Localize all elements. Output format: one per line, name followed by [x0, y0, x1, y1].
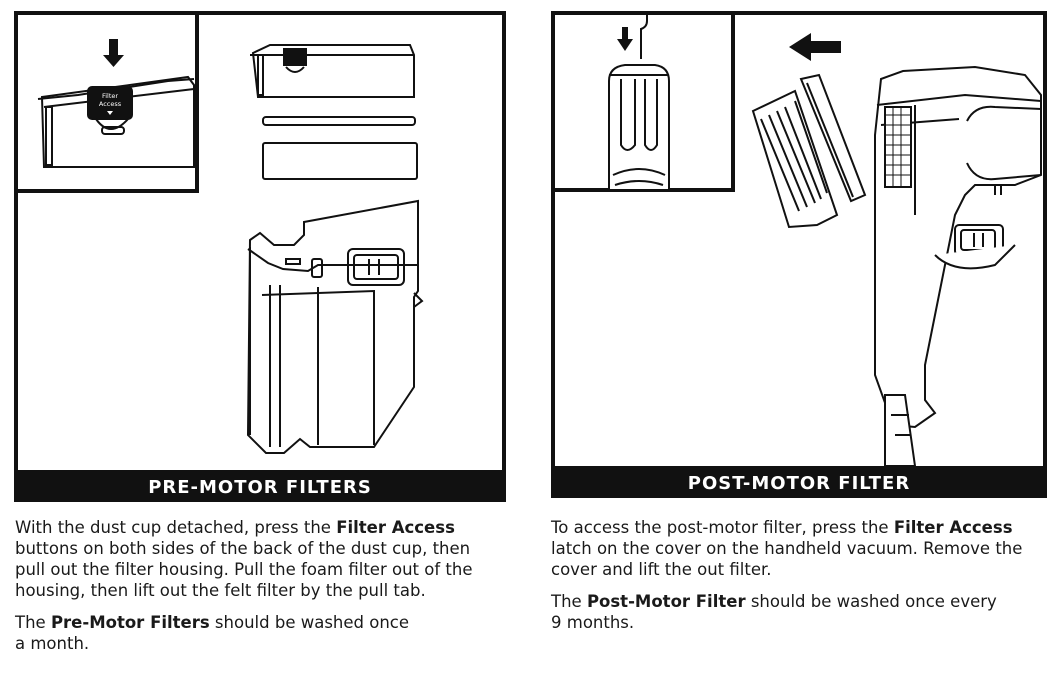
pre-motor-illustration-panel: Filter Access	[14, 11, 506, 474]
post-motor-filter-canister	[608, 64, 670, 191]
pre-motor-title-bar: PRE-MOTOR FILTERS	[14, 474, 506, 502]
svg-text:Filter: Filter	[102, 92, 118, 100]
pre-motor-illustration: Filter Access	[18, 15, 424, 454]
felt-filter	[262, 116, 416, 126]
post-motor-paragraph-1: To access the post-motor filter, press t…	[551, 518, 1023, 579]
left-arrow-icon	[789, 33, 841, 61]
pre-motor-title: PRE-MOTOR FILTERS	[148, 477, 372, 498]
dust-cup	[246, 199, 419, 454]
pre-motor-paragraph-2: The Pre-Motor Filters should be washed o…	[15, 613, 410, 653]
post-motor-paragraph-2: The Post-Motor Filter should be washed o…	[551, 592, 997, 632]
down-arrow-icon	[103, 39, 124, 67]
post-motor-title: POST-MOTOR FILTER	[687, 473, 911, 494]
dust-cup-back-inset	[40, 75, 195, 168]
filter-access-badge: Filter Access	[87, 86, 133, 120]
foam-filter	[262, 142, 418, 180]
post-motor-illustration-panel	[551, 11, 1047, 470]
filter-cover	[751, 73, 867, 229]
post-motor-title-bar: POST-MOTOR FILTER	[551, 469, 1047, 498]
filter-access-button	[347, 248, 405, 286]
handheld-vacuum	[874, 65, 1042, 466]
filter-housing	[251, 44, 415, 98]
post-motor-illustration	[555, 15, 1042, 466]
svg-text:Access: Access	[99, 100, 122, 108]
pre-motor-instructions: With the dust cup detached, press the Fi…	[15, 517, 505, 665]
down-arrow-icon	[617, 27, 633, 51]
post-motor-instructions: To access the post-motor filter, press t…	[551, 517, 1047, 644]
motor-vent-grid	[885, 107, 911, 187]
pre-motor-paragraph-1: With the dust cup detached, press the Fi…	[15, 518, 473, 600]
